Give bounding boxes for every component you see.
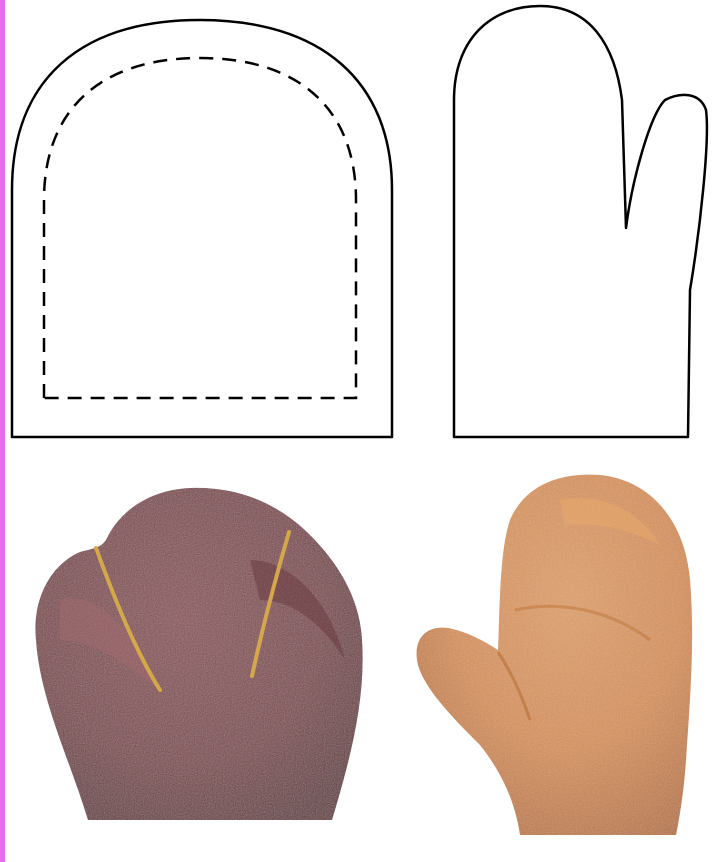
mitten-pattern-cut-line bbox=[454, 6, 707, 437]
maroon-puppet-body bbox=[35, 488, 362, 820]
orange-felt-mitten bbox=[417, 475, 693, 835]
hat-pattern-outline bbox=[12, 20, 392, 437]
mitten-pattern-outline bbox=[454, 6, 707, 437]
maroon-felt-puppet bbox=[35, 488, 362, 820]
orange-mitten-body bbox=[417, 475, 693, 835]
hat-pattern-seam-line bbox=[44, 58, 356, 398]
hat-pattern-cut-line bbox=[12, 20, 392, 437]
